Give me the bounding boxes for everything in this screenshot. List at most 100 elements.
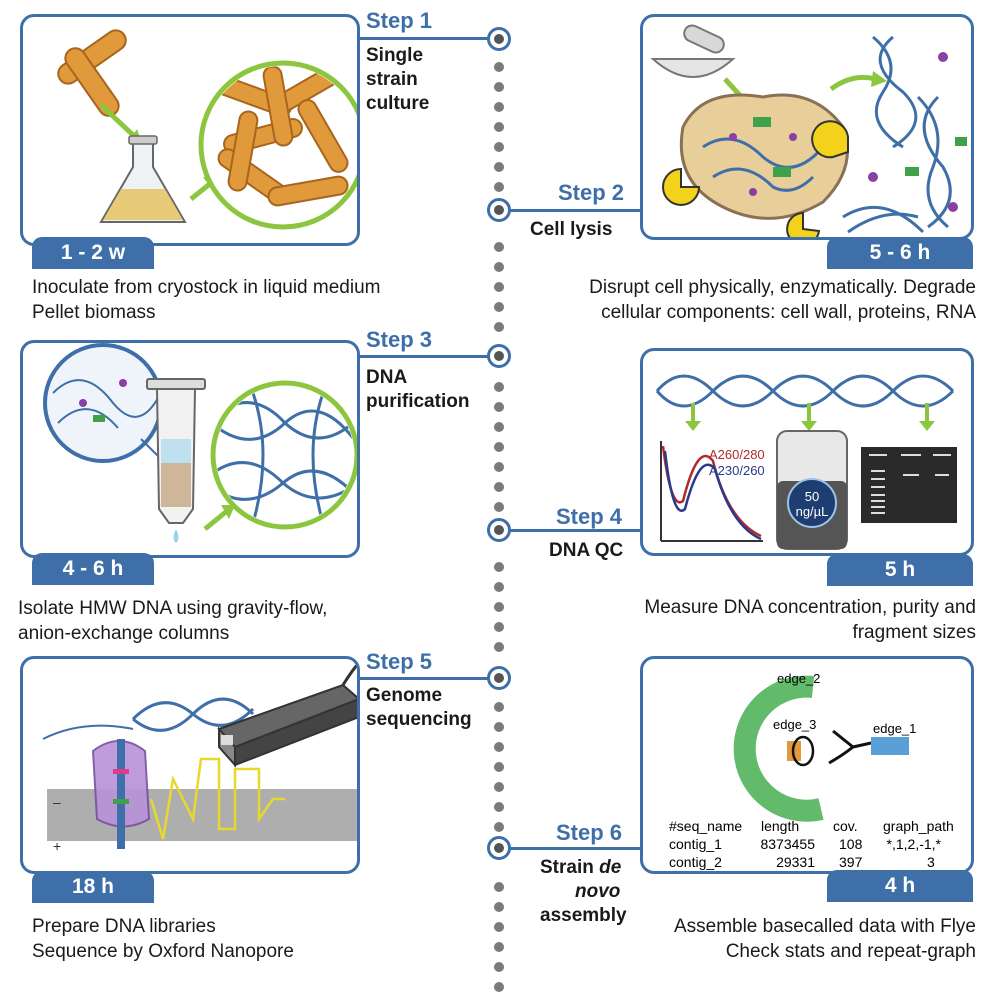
table-header-cov: cov. [833,818,858,834]
step2-node [487,198,511,222]
timeline-dot [494,962,504,972]
step5-panel: – + [20,656,360,874]
column-icon [146,378,206,543]
table-cell: contig_1 [669,836,722,852]
svg-text:–: – [53,794,61,810]
step1-caption-line1: Inoculate from cryostock in liquid mediu… [32,277,381,298]
step4-node [487,518,511,542]
timeline-dot [494,782,504,792]
step2-time-badge: 5 - 6 h [827,237,973,269]
gel-image-icon [861,447,957,523]
step1-caption-line2: Pellet biomass [32,302,156,323]
step2-caption-line2: cellular components: cell wall, proteins… [601,302,976,323]
timeline-dot [494,62,504,72]
ratio-230-260-label: A230/260 [709,463,765,478]
edge-3-label: edge_3 [773,717,816,732]
step1-panel [20,14,360,246]
step4-time-badge: 5 h [827,554,973,586]
timeline-dot [494,582,504,592]
timeline-dot [494,642,504,652]
timeline-dot [494,742,504,752]
purified-dna-icon [210,380,357,530]
step2-illustration [650,24,967,237]
table-cell: contig_2 [669,854,722,870]
timeline-dot [494,602,504,612]
step1-name-line2: strain [366,69,418,90]
step6-panel: edge_2 edge_3 edge_1 #seq_name length co… [640,656,974,874]
enzyme-icon [662,120,849,237]
timeline-dot [494,322,504,332]
step1-time-badge: 1 - 2 w [32,237,154,269]
lysed-cell-icon [679,93,849,220]
step5-title: Step 5 [366,649,433,674]
step3-illustration [43,343,357,543]
step2-title: Step 2 [558,180,625,205]
concentration-value: 50 [805,489,819,504]
step3-connector [360,355,488,358]
step2-name-line1: Cell lysis [530,219,613,240]
step5-time-badge: 18 h [32,871,154,903]
timeline-dot [494,882,504,892]
step3-node [487,344,511,368]
timeline-dot [494,502,504,512]
dna-fragments-icon [842,35,952,234]
timeline-dot [494,82,504,92]
step1-node [487,27,511,51]
mortar-pestle-icon [650,24,736,78]
table-cell: *,1,2,-1,* [887,836,942,852]
step3-time-badge: 4 - 6 h [32,553,154,585]
edge-1-label: edge_1 [873,721,916,736]
step6-illustration: edge_2 edge_3 edge_1 #seq_name length co… [669,671,954,870]
fluorometer-icon: 50 ng/µL [776,430,848,550]
step4-caption-line2: fragment sizes [852,622,976,643]
step6-title: Step 6 [556,820,623,845]
table-header-path: graph_path [883,818,954,834]
step4-title: Step 4 [556,504,623,529]
step1-name-line3: culture [366,93,430,114]
magnified-culture-icon [198,60,357,230]
timeline-dot [494,302,504,312]
step4-illustration: A260/280 A230/260 50 ng/µL [655,374,957,550]
timeline-dot [494,182,504,192]
step3-caption-line2: anion-exchange columns [18,623,230,644]
timeline-dot [494,482,504,492]
step6-name-novo: novo [575,881,621,902]
spectrum-chart-icon: A260/280 A230/260 [660,441,765,542]
sequencer-device-icon [217,662,357,768]
timeline-dot [494,562,504,572]
step1-name-line1: Single [366,45,424,66]
concentration-unit: ng/µL [796,504,829,519]
flask-icon [99,135,187,223]
timeline-dot [494,702,504,712]
timeline-dot [494,442,504,452]
timeline-dot [494,942,504,952]
table-cell: 29331 [776,854,815,870]
step6-node [487,836,511,860]
step5-illustration: – + [42,662,357,854]
step6-name-line1: Strain de [540,856,621,879]
svg-text:+: + [53,838,61,854]
step6-connector [510,847,640,850]
timeline-dot [494,822,504,832]
timeline-dot [494,422,504,432]
assembly-stats-table: #seq_name length cov. graph_path contig_… [669,818,954,870]
step6-caption-line1: Assemble basecalled data with Flye [673,916,976,937]
timeline-dot [494,722,504,732]
timeline-dot [494,262,504,272]
step1-illustration [57,29,357,230]
timeline-dot [494,102,504,112]
timeline-dot [494,462,504,472]
step3-name-line2: purification [366,391,470,412]
step6-name-de: de [599,857,622,878]
magnified-lysate-icon [43,343,163,463]
step2-connector [510,209,640,212]
timeline-dot [494,922,504,932]
step4-caption-line1: Measure DNA concentration, purity and [644,597,976,618]
timeline-dot [494,162,504,172]
ratio-260-280-label: A260/280 [709,447,765,462]
step3-name-line1: DNA [366,367,408,388]
step6-name-line2: novo [575,880,620,903]
table-header-seq: #seq_name [669,818,742,834]
step3-title: Step 3 [366,327,433,352]
step2-panel [640,14,974,240]
